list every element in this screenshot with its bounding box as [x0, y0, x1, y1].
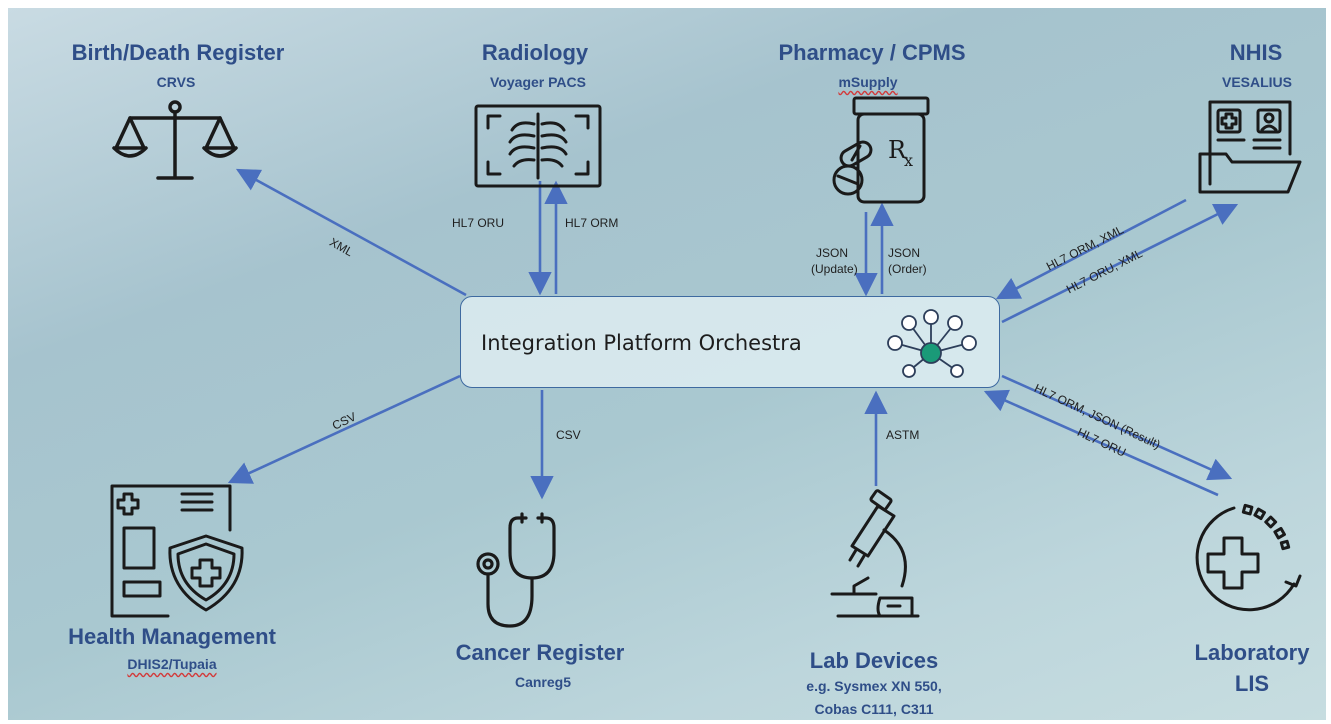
- connection-arrows: [227, 168, 1239, 500]
- radiology-title: Radiology: [481, 40, 589, 65]
- label-pharmacy-update-2: (Update): [811, 262, 858, 276]
- integration-diagram: Birth/Death Register CRVS Radiology Voya…: [8, 8, 1326, 720]
- label-radiology-orm: HL7 ORM: [565, 216, 619, 230]
- cancer-title: Cancer Register: [455, 640, 625, 665]
- arrow-to-health-mgmt: [227, 374, 461, 484]
- radiology-subtitle: Voyager PACS: [490, 74, 586, 90]
- arrow-lab-out: [1001, 374, 1233, 481]
- scales-icon: [112, 100, 238, 180]
- label-pharmacy-order-2: (Order): [888, 262, 927, 276]
- cancer-subtitle: Canreg5: [514, 674, 572, 690]
- nhis-subtitle: VESALIUS: [1221, 74, 1293, 90]
- network-hub-icon: [887, 309, 977, 378]
- nhis-title: NHIS: [1229, 40, 1283, 65]
- xray-icon: [474, 104, 602, 188]
- lab-devices-subtitle-2: Cobas C111, C311: [814, 701, 934, 717]
- label-pharmacy-order-1: JSON: [888, 246, 921, 260]
- health-report-shield-icon: [110, 484, 244, 618]
- svg-text:R: R: [888, 136, 907, 164]
- pharmacy-subtitle: mSupply: [838, 74, 898, 90]
- integration-platform-hub[interactable]: Integration Platform Orchestra: [460, 296, 1000, 388]
- label-pharmacy-update-1: JSON: [816, 246, 849, 260]
- health-mgmt-title: Health Management: [68, 624, 276, 649]
- svg-text:x: x: [904, 151, 913, 170]
- lab-devices-title: Lab Devices: [809, 648, 939, 673]
- label-csv-cancer: CSV: [556, 428, 581, 442]
- laboratory-title-2: LIS: [1234, 671, 1270, 696]
- microscope-icon: [830, 489, 920, 618]
- stethoscope-icon: [476, 512, 556, 628]
- health-mgmt-subtitle: DHIS2/Tupaia: [127, 656, 216, 672]
- lab-devices-subtitle-1: e.g. Sysmex XN 550,: [806, 678, 942, 694]
- arrow-lab-in: [983, 389, 1219, 497]
- birth-death-subtitle: CRVS: [156, 74, 196, 90]
- arrow-nhis-out: [1001, 203, 1239, 324]
- pharmacy-title: Pharmacy / CPMS: [778, 40, 966, 65]
- arrow-to-crvs: [235, 168, 467, 297]
- health-mgmt-subtitle-text: DHIS2/Tupaia: [127, 656, 217, 672]
- patient-record-icon: [1198, 100, 1302, 194]
- arrow-nhis-in: [995, 198, 1187, 300]
- hub-label: Integration Platform Orchestra: [481, 331, 802, 355]
- medical-cross-cycle-icon: [1195, 503, 1302, 612]
- prescription-bottle-icon: R x: [832, 96, 930, 204]
- laboratory-title-1: Laboratory: [1194, 640, 1310, 665]
- birth-death-title: Birth/Death Register: [71, 40, 285, 65]
- label-astm: ASTM: [886, 428, 920, 442]
- label-radiology-oru: HL7 ORU: [452, 216, 505, 230]
